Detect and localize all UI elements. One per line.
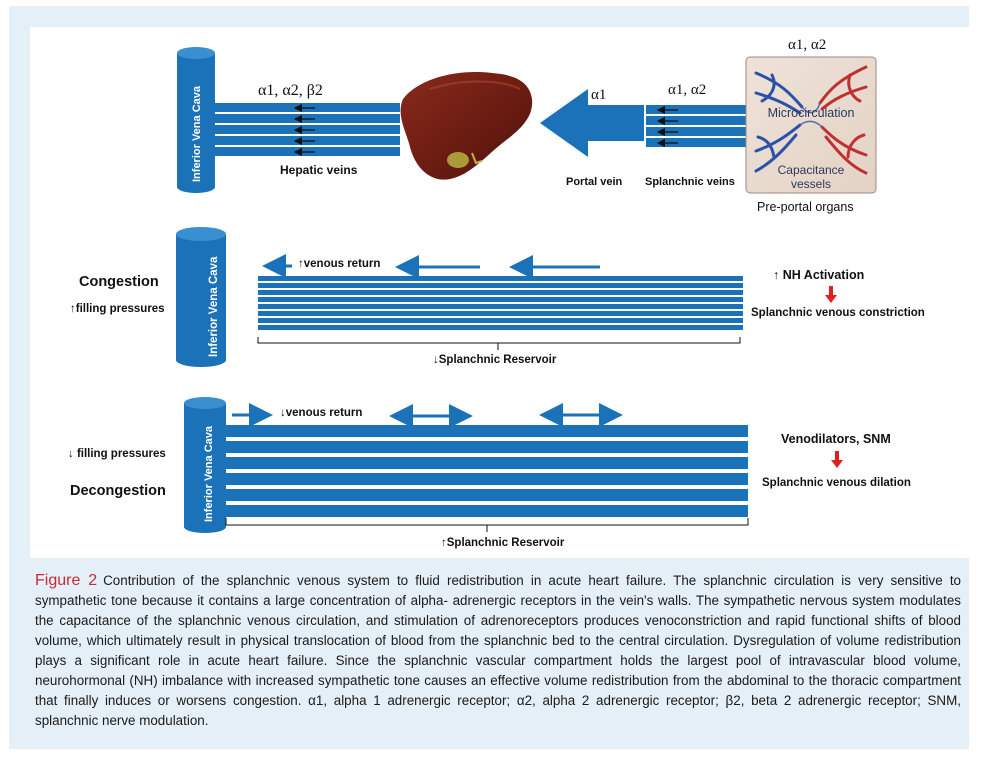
decongestion-return-arrows — [232, 403, 623, 428]
dilation-label: Splanchnic venous dilation — [762, 477, 911, 489]
splanchnic-flow-arrows — [656, 105, 678, 148]
splanchnic-veins-label: Splanchnic veins — [645, 176, 735, 188]
decongestion-veins — [226, 425, 748, 517]
congestion-veins — [258, 276, 743, 330]
figure-panel: Inferior Vena Cava α1, α2, β2 Hepatic ve… — [30, 27, 969, 558]
splanchnic-receptors: α1, α2 — [668, 82, 706, 98]
decongestion-reservoir-brace — [225, 518, 749, 532]
pre-portal-label: Pre-portal organs — [757, 200, 854, 214]
portal-vein-arrow — [540, 89, 644, 157]
nh-activation: ↑ NH Activation — [773, 268, 864, 282]
congestion-pressures: ↑filling pressures — [70, 303, 165, 315]
caption-text: Contribution of the splanchnic venous sy… — [35, 573, 961, 708]
decongestion-pressures: ↓ filling pressures — [68, 448, 166, 460]
organ-receptors: α1, α2 — [788, 37, 826, 53]
capacitance-label-1: Capacitance — [778, 163, 845, 177]
congestion-return-arrows — [262, 254, 600, 279]
venodilators-label: Venodilators, SNM — [781, 432, 891, 446]
ivc-cylinder-top: Inferior Vena Cava — [177, 47, 215, 193]
congestion-title: Congestion — [79, 274, 159, 290]
portal-vein-label: Portal vein — [566, 176, 623, 188]
abbr-alpha1-text: , alpha 1 adrenergic receptor; — [323, 693, 517, 708]
decongestion-title: Decongestion — [70, 483, 166, 499]
figure-diagram: Inferior Vena Cava α1, α2, β2 Hepatic ve… — [68, 37, 925, 549]
microcirculation-label: Microcirculation — [768, 106, 855, 120]
constriction-label: Splanchnic venous constriction — [751, 307, 925, 319]
congestion-venous-return: ↑venous return — [298, 258, 380, 270]
hepatic-receptors: α1, α2, β2 — [258, 82, 323, 99]
abbr-alpha2: α2 — [516, 693, 533, 708]
nh-down-arrow — [825, 286, 837, 303]
abbr-beta2: β2 — [725, 693, 741, 708]
caption-label: Figure 2 — [35, 572, 98, 589]
decongestion-venous-return: ↓venous return — [280, 407, 362, 419]
capacitance-label-2: vessels — [791, 177, 831, 191]
congestion-reservoir: ↓Splanchnic Reservoir — [433, 354, 557, 366]
abbr-beta2-text: , beta 2 adrenergic receptor; SNM, splan… — [35, 693, 961, 728]
congestion-reservoir-brace — [257, 337, 741, 350]
decongestion-reservoir: ↑Splanchnic Reservoir — [441, 537, 565, 549]
hepatic-veins-label: Hepatic veins — [280, 163, 358, 177]
portal-receptor: α1 — [591, 87, 606, 103]
ivc-label-decongestion: Inferior Vena Cava — [203, 425, 215, 522]
liver-illustration — [400, 72, 533, 180]
abbr-alpha2-text: , alpha 2 adrenergic receptor; — [532, 693, 726, 708]
ivc-cylinder-congestion: Inferior Vena Cava — [176, 227, 226, 367]
microcirculation-illustration: Microcirculation Capacitance vessels — [745, 56, 877, 194]
splanchnic-veins-top — [646, 105, 746, 147]
hepatic-flow-arrows — [293, 103, 315, 157]
figure-frame: Inferior Vena Cava α1, α2, β2 Hepatic ve… — [9, 6, 969, 749]
abbr-alpha1: α1 — [308, 693, 324, 708]
venodilators-down-arrow — [831, 451, 843, 468]
ivc-label-top: Inferior Vena Cava — [191, 85, 203, 182]
ivc-label-congestion: Inferior Vena Cava — [208, 256, 220, 357]
ivc-cylinder-decongestion: Inferior Vena Cava — [184, 397, 226, 533]
